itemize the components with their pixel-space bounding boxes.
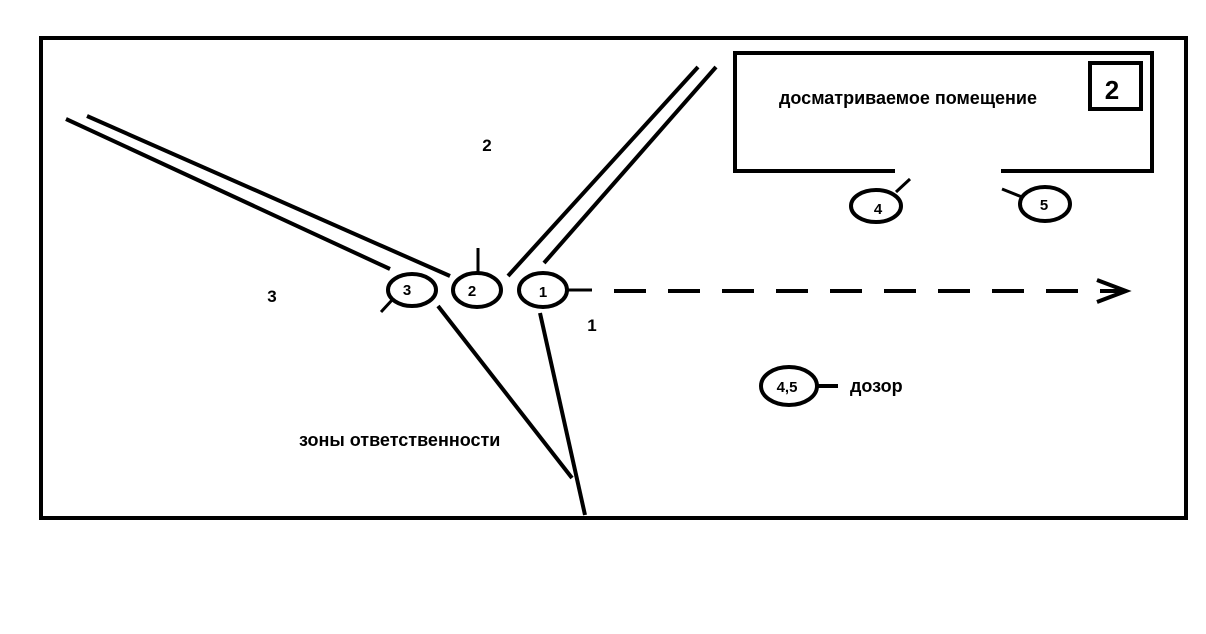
room-outline-left [733, 51, 1154, 173]
marker-5-tail [1001, 187, 1023, 199]
marker-3-tail [379, 297, 395, 314]
corridor-right-line-inner [542, 65, 718, 265]
zone-1-label: 1 [587, 316, 596, 335]
room-number: 2 [1105, 75, 1119, 105]
responsibility-line-1 [436, 304, 574, 480]
marker-2-circle [451, 271, 503, 309]
marker-5-label: 5 [1040, 197, 1048, 214]
responsibility-zones-label: зоны ответственности [299, 430, 500, 450]
marker-5-circle [1018, 185, 1072, 223]
corridor-right-line-outer [506, 65, 700, 278]
outer-frame [39, 36, 1188, 520]
corridor-left-line-outer [65, 117, 391, 271]
zone-2-label: 2 [482, 136, 491, 155]
legend-patrol-label: дозор [850, 376, 903, 396]
zone-3-label: 3 [267, 287, 276, 306]
room-number-box [1088, 61, 1143, 111]
room-label: досматриваемое помещение [779, 88, 1037, 108]
marker-4-tail [894, 177, 912, 194]
marker-3-label: 3 [403, 282, 411, 299]
marker-4-label: 4 [874, 201, 883, 218]
marker-4-circle [849, 188, 903, 224]
corridor-left-line-inner [86, 114, 451, 278]
legend-marker-label: 4,5 [777, 379, 798, 396]
responsibility-line-2 [538, 312, 587, 516]
marker-2-label: 2 [468, 283, 476, 300]
marker-3-circle [386, 272, 438, 308]
marker-1-label: 1 [539, 284, 547, 301]
movement-arrow-head [1096, 278, 1132, 304]
